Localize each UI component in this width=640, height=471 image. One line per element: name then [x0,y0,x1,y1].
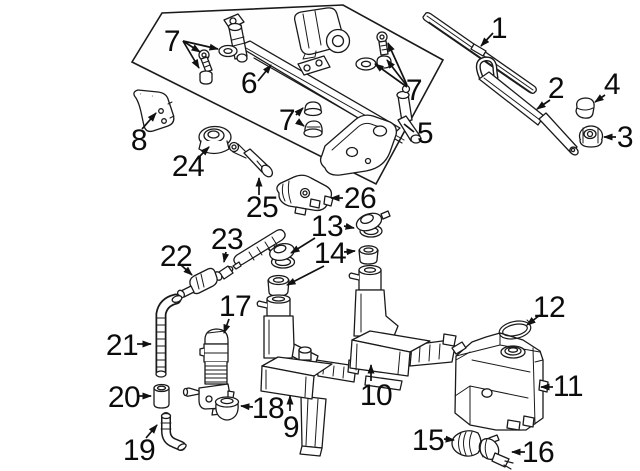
elbow-connector [160,412,187,451]
callout-22-label: 22 [160,240,192,273]
filter-sleeve-right [358,245,379,265]
callout-13: 13 [290,210,355,254]
callout-10: 10 [360,364,393,412]
callout-6: 6 [241,64,272,100]
callout-7-middle: 7 [279,104,305,137]
washer-cap-right [355,210,391,238]
callout-15-label: 15 [412,424,444,457]
callout-8: 8 [131,112,157,157]
callout-20-label: 20 [108,381,140,414]
callout-16-label: 16 [522,436,554,469]
callout-17-label: 17 [219,290,251,323]
callout-12: 12 [526,291,566,326]
washer-tank [451,332,549,431]
washer-reservoir-front [256,294,361,457]
callout-1: 1 [480,12,508,47]
callout-4-label: 4 [604,68,620,101]
hose-sleeve [153,383,170,409]
callout-3: 3 [603,121,634,154]
callout-23-label: 23 [211,223,243,256]
filter-sleeve-left [267,274,290,297]
callout-24-label: 24 [172,150,204,183]
callout-8-label: 8 [131,124,147,157]
wiper-motor-lower [276,174,334,216]
callout-9-label: 9 [283,411,299,444]
callout-13-label: 13 [311,210,343,243]
wiper-linkage [223,13,422,176]
wiper-motor-icon [293,7,351,60]
linkage-arm [228,141,274,178]
callout-2: 2 [536,72,565,110]
callouts: 1 2 3 4 5 6 7 [106,12,634,469]
pump-grommet [214,396,240,421]
callout-21-label: 21 [106,329,138,362]
callout-7-left: 7 [164,25,219,69]
arm-cap [575,97,595,119]
callout-2-label: 2 [548,72,564,105]
callout-19-label: 19 [123,434,155,467]
callout-19: 19 [123,424,158,467]
callout-7-middle-label: 7 [279,104,295,137]
wiper-blade [422,12,537,94]
callout-17: 17 [219,290,252,334]
callout-11: 11 [540,370,584,403]
callout-14: 14 [286,237,356,286]
callout-25-label: 25 [246,191,278,224]
callout-26-label: 26 [344,182,376,215]
callout-18: 18 [240,392,285,425]
tank-grommet [451,430,482,457]
callout-16: 16 [511,436,555,469]
callout-10-label: 10 [360,379,392,412]
washer-cap-left [266,242,296,269]
washer-pump-tank [478,434,514,470]
callout-5: 5 [403,117,434,150]
washer-hose [155,293,183,378]
callout-12-label: 12 [533,291,565,324]
pivot-bolt-left [198,44,238,85]
callout-25: 25 [246,177,279,224]
callout-18-label: 18 [252,392,284,425]
callout-15: 15 [412,424,455,457]
callout-7-right-label: 7 [406,74,422,107]
callout-22: 22 [160,240,193,276]
callout-14-label: 14 [314,237,346,270]
callout-21: 21 [106,329,152,362]
connector-valve [176,267,218,299]
callout-7-right: 7 [374,42,423,107]
callout-4: 4 [594,68,621,103]
callout-11-label: 11 [553,370,583,403]
callout-6-label: 6 [241,67,257,100]
hose-segment [213,229,286,281]
wiper-arm [475,56,579,156]
washer-pump-front [182,328,235,416]
callout-1-label: 1 [491,12,507,45]
callout-26: 26 [330,182,377,215]
callout-3-label: 3 [617,121,633,154]
callout-23: 23 [211,223,244,263]
callout-20: 20 [108,381,152,414]
callout-7-left-label: 7 [164,25,180,58]
linkage-bushings [303,101,323,138]
arm-nut [578,125,604,148]
mount-bracket [133,89,175,133]
callout-5-label: 5 [417,117,433,150]
callout-9: 9 [283,395,300,444]
washer-reservoir-rear [348,264,457,391]
callout-24: 24 [172,146,210,183]
